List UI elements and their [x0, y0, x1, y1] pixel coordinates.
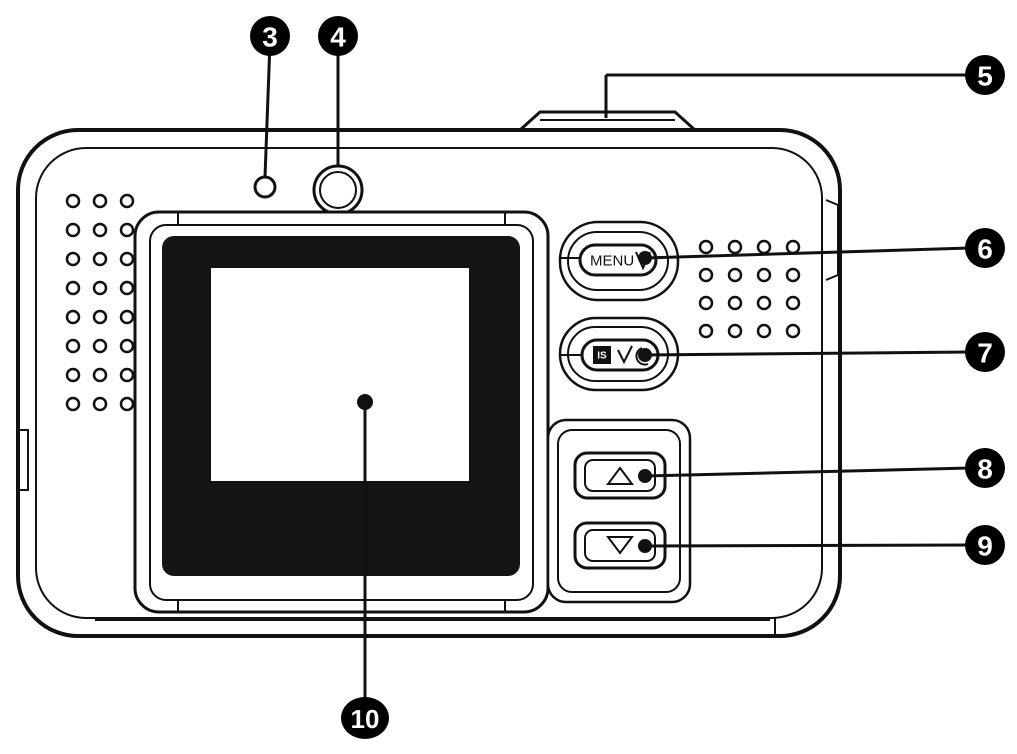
speaker-hole	[92, 309, 108, 325]
speaker-hole	[92, 367, 108, 383]
speaker-hole	[65, 367, 81, 383]
speaker-hole	[119, 193, 135, 209]
speaker-hole	[727, 267, 743, 283]
speaker-hole	[92, 338, 108, 354]
up-button	[573, 451, 667, 500]
is-badge-label: IS	[597, 351, 607, 362]
svg-text:3: 3	[262, 22, 278, 53]
speaker-hole	[65, 280, 81, 296]
callout-4: 4	[318, 16, 358, 56]
speaker-hole	[92, 222, 108, 238]
speaker-hole	[785, 267, 801, 283]
speaker-hole	[92, 396, 108, 412]
triangle-down-icon	[606, 536, 634, 555]
speaker-hole	[727, 323, 743, 339]
down-button	[573, 521, 667, 570]
speaker-hole	[756, 323, 772, 339]
leader-line-7	[644, 350, 971, 357]
callout-10: 10	[341, 697, 389, 739]
is-mode-button: IS	[558, 316, 680, 392]
speaker-hole	[119, 251, 135, 267]
is-badge-box	[593, 346, 611, 364]
speaker-hole	[756, 295, 772, 311]
speaker-hole	[119, 338, 135, 354]
speaker-hole	[119, 222, 135, 238]
speaker-hole	[119, 309, 135, 325]
svg-text:10: 10	[351, 704, 380, 734]
indicator-light	[253, 175, 277, 199]
speaker-hole	[756, 239, 772, 255]
svg-text:8: 8	[977, 454, 993, 485]
speaker-hole	[65, 222, 81, 238]
speaker-hole	[65, 193, 81, 209]
speaker-hole	[65, 396, 81, 412]
lcd-display	[209, 266, 471, 483]
leader-line-3	[263, 41, 272, 178]
callout-3: 3	[250, 16, 290, 56]
speaker-hole	[727, 295, 743, 311]
speaker-hole	[698, 295, 714, 311]
leader-lines	[263, 41, 971, 705]
navigation-pad	[546, 418, 692, 604]
speaker-hole	[698, 267, 714, 283]
speaker-grille-right	[698, 239, 801, 339]
viewfinder	[312, 164, 364, 216]
menu-label: MENU	[590, 253, 634, 270]
speaker-hole	[785, 239, 801, 255]
callout-5: 5	[965, 55, 1005, 95]
speaker-hole	[119, 367, 135, 383]
svg-text:9: 9	[977, 531, 993, 562]
speaker-grille-left	[65, 193, 135, 412]
leader-end-dots	[357, 251, 652, 553]
speaker-hole	[65, 338, 81, 354]
triangle-up-icon	[606, 466, 634, 485]
speaker-hole	[698, 239, 714, 255]
speaker-hole	[727, 239, 743, 255]
menu-button: MENU	[558, 220, 680, 302]
speaker-hole	[756, 267, 772, 283]
callout-7: 7	[965, 332, 1005, 372]
speaker-hole	[92, 251, 108, 267]
svg-text:6: 6	[977, 234, 993, 265]
speaker-hole	[65, 309, 81, 325]
callout-8: 8	[965, 448, 1005, 488]
leader-line-8	[644, 466, 971, 478]
leader-line-9	[644, 543, 971, 548]
svg-text:5: 5	[977, 61, 993, 92]
speaker-hole	[698, 323, 714, 339]
speaker-hole	[92, 280, 108, 296]
callout-6: 6	[965, 228, 1005, 268]
speaker-hole	[785, 323, 801, 339]
leader-line-6	[644, 246, 971, 260]
callout-9: 9	[965, 525, 1005, 565]
svg-text:4: 4	[330, 22, 346, 53]
speaker-hole	[119, 396, 135, 412]
screen-center-dot	[357, 394, 373, 410]
speaker-hole	[92, 193, 108, 209]
speaker-hole	[119, 280, 135, 296]
speaker-hole	[65, 251, 81, 267]
svg-text:7: 7	[977, 338, 993, 369]
speaker-hole	[785, 295, 801, 311]
